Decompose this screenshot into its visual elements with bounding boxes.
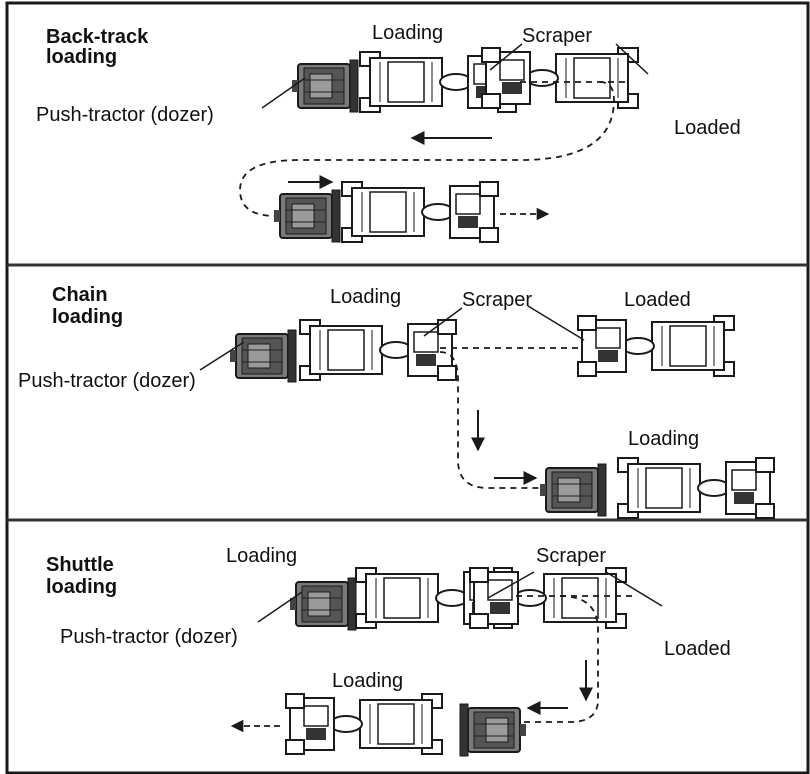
label-loaded: Loaded xyxy=(674,117,741,139)
shuttle-path xyxy=(520,595,599,723)
label-loading-2: Loading xyxy=(628,428,700,450)
label-loaded: Loaded xyxy=(624,289,691,311)
scraper-bottom xyxy=(285,693,443,755)
leader-dozer xyxy=(261,77,306,109)
label-push-tractor: Push-tractor (dozer) xyxy=(18,370,196,392)
label-scraper: Scraper xyxy=(522,25,593,47)
dozer-bottom xyxy=(459,703,527,757)
panel-title-line1: Shuttle xyxy=(46,554,114,576)
scraper-bottom xyxy=(341,181,499,243)
label-scraper: Scraper xyxy=(536,545,607,567)
panel-title-line2: loading xyxy=(52,306,124,328)
dozer xyxy=(291,59,359,113)
panel-title-line2: loading xyxy=(46,576,118,598)
leader-scraper xyxy=(527,305,585,341)
label-push-tractor: Push-tractor (dozer) xyxy=(60,626,238,648)
leader-scraper xyxy=(615,43,649,75)
scraper-loaded xyxy=(469,567,627,629)
panel-title-line1: Chain xyxy=(52,284,108,306)
label-push-tractor: Push-tractor (dozer) xyxy=(36,104,214,126)
leader-dozer xyxy=(199,341,245,371)
dozer-bottom xyxy=(273,189,341,243)
leader-scraper xyxy=(487,571,535,599)
leader-dozer xyxy=(257,591,303,623)
leader-scraper xyxy=(423,307,463,337)
scraper-loaded xyxy=(577,315,735,377)
panel-title-line2: loading xyxy=(46,46,118,68)
dozer xyxy=(289,577,357,631)
dozer xyxy=(229,329,297,383)
panel-shuttle xyxy=(230,567,663,757)
panel-backtrack xyxy=(239,43,649,243)
leader-scraper xyxy=(489,43,523,71)
outer-frame xyxy=(5,1,810,774)
label-loading: Loading xyxy=(330,286,402,308)
panel-title-line1: Back-track xyxy=(46,26,149,48)
scraper-bottom xyxy=(617,457,775,519)
return-path xyxy=(239,81,615,217)
dozer-bottom xyxy=(539,463,607,517)
label-loading: Loading xyxy=(226,545,298,567)
label-loaded: Loaded xyxy=(664,638,731,660)
label-scraper: Scraper xyxy=(462,289,533,311)
label-loading: Loading xyxy=(372,22,444,44)
panel-chain xyxy=(199,305,775,519)
label-loading-2: Loading xyxy=(332,670,404,692)
leader-scraper xyxy=(605,571,663,607)
